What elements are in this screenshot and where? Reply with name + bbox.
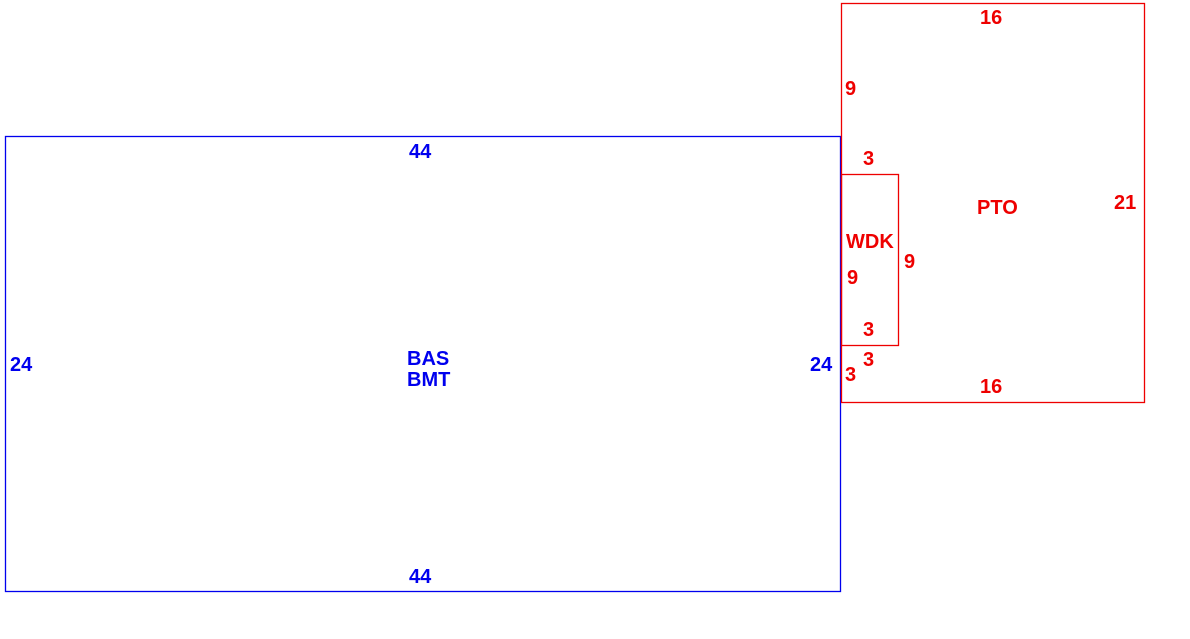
- wdk-bottom-dimension: 3: [863, 319, 875, 341]
- pto-left-upper-dimension: 9: [845, 78, 857, 100]
- bas-left-dimension: 24: [10, 354, 33, 376]
- bmt-label: BMT: [407, 369, 451, 391]
- pto-right-dimension: 21: [1114, 192, 1137, 214]
- wdk-top-dimension: 3: [863, 148, 875, 170]
- bas-bottom-dimension: 44: [409, 566, 432, 588]
- wdk-right-dimension: 9: [904, 251, 916, 273]
- pto-top-dimension: 16: [980, 7, 1003, 29]
- pto-bottom-dimension: 16: [980, 376, 1003, 398]
- wdk-label: WDK: [846, 231, 894, 253]
- wdk-left-dimension: 9: [847, 267, 859, 289]
- pto-left-lower-dimension: 3: [845, 364, 857, 386]
- wdk-outline: [840, 173, 900, 347]
- pto-label: PTO: [977, 197, 1018, 219]
- bas-outline: [4, 135, 842, 593]
- bas-right-dimension: 24: [810, 354, 833, 376]
- bas-label: BAS: [407, 348, 450, 370]
- wdk-below-dimension: 3: [863, 349, 875, 371]
- bas-top-dimension: 44: [409, 141, 432, 163]
